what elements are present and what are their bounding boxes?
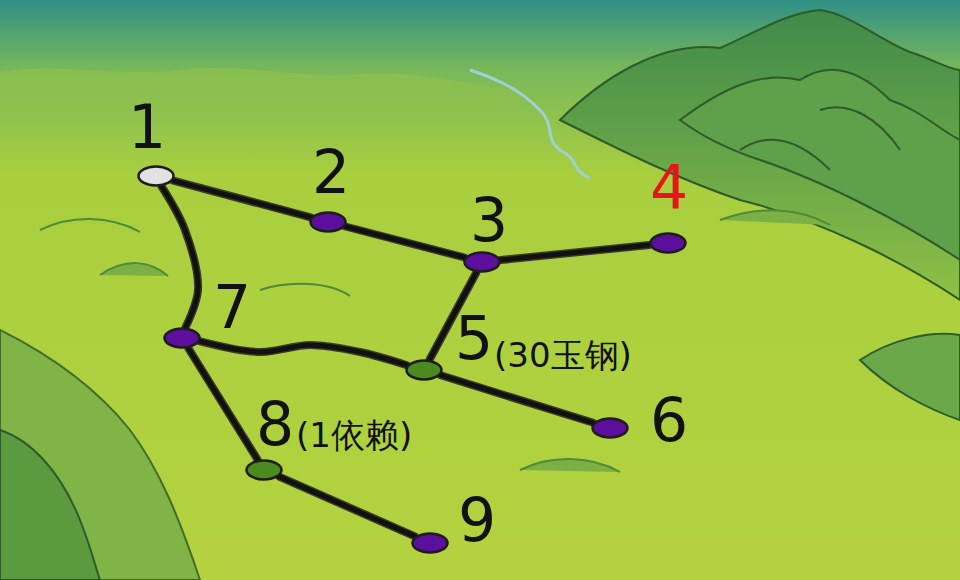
stop-number: 1 — [128, 97, 166, 157]
map-stop: 8(1依赖) — [245, 459, 283, 481]
stop-shape — [413, 534, 448, 553]
stop-ellipse — [163, 327, 201, 349]
stop-number: 2 — [312, 142, 350, 202]
stop-shape — [651, 234, 686, 253]
route-line — [173, 181, 311, 218]
stop-ellipse — [591, 417, 629, 439]
stop-number: 6 — [650, 390, 688, 450]
stop-shape — [247, 461, 282, 480]
route-line — [279, 477, 415, 537]
stop-shape — [593, 419, 628, 438]
route-casing — [501, 245, 650, 260]
route-line — [200, 341, 407, 365]
stop-number: 9 — [458, 490, 496, 550]
map-stop: 5(30玉钢) — [405, 359, 443, 381]
map-stop: 6 — [591, 417, 629, 439]
stop-note: (1依赖) — [296, 418, 412, 452]
stop-ellipse — [309, 211, 347, 233]
stop-number: 5 — [455, 308, 493, 368]
stop-ellipse — [245, 459, 283, 481]
stop-note: (30玉钢) — [494, 338, 632, 372]
route-casing — [173, 181, 311, 218]
stop-ellipse — [411, 532, 449, 554]
route-casing — [188, 348, 257, 459]
route-casing — [345, 227, 464, 258]
stop-shape — [407, 361, 442, 380]
route-casing — [200, 341, 407, 365]
map-stop: 9 — [411, 532, 449, 554]
stop-number: 7 — [213, 277, 251, 337]
map-stop: 4 — [649, 232, 687, 254]
stop-shape — [139, 167, 174, 186]
route-line — [501, 245, 650, 260]
stop-ellipse — [463, 251, 501, 273]
stop-ellipse — [649, 232, 687, 254]
stop-shape — [465, 253, 500, 272]
route-line — [345, 227, 464, 258]
stop-ellipse — [137, 165, 175, 187]
route-casing — [162, 187, 198, 328]
map-stop: 1 — [137, 165, 175, 187]
stop-number: 4 — [650, 157, 688, 217]
map-stop: 3 — [463, 251, 501, 273]
route-casing — [279, 477, 415, 537]
routes — [162, 181, 650, 537]
route-casing — [441, 375, 594, 423]
map-stop: 7 — [163, 327, 201, 349]
stop-number: 8 — [256, 394, 294, 454]
stop-shape — [311, 213, 346, 232]
stop-shape — [165, 329, 200, 348]
route-line — [162, 187, 198, 328]
route-line — [188, 348, 257, 459]
route-line — [441, 375, 594, 423]
stop-number: 3 — [470, 190, 508, 250]
stop-ellipse — [405, 359, 443, 381]
map-stop: 2 — [309, 211, 347, 233]
